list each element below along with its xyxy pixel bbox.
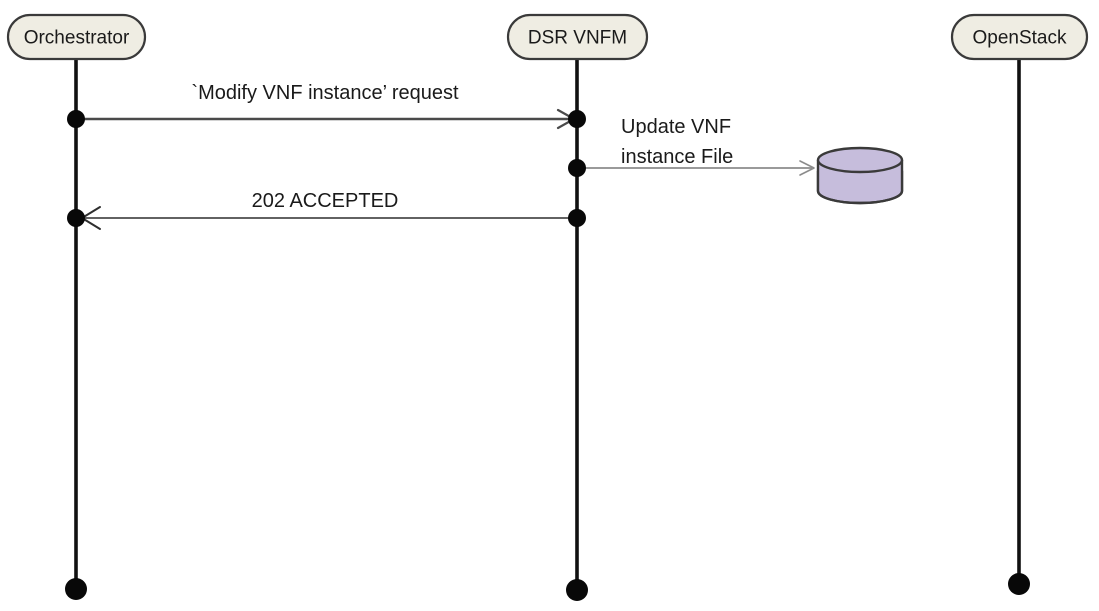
cylinder-bottom-arc bbox=[816, 190, 904, 205]
participant-label-dsr-vnfm: DSR VNFM bbox=[528, 28, 627, 49]
participant-orchestrator[interactable]: Orchestrator bbox=[6, 13, 147, 61]
datastore-vnf-instance-file bbox=[816, 146, 904, 205]
dot-vnfm-request bbox=[568, 110, 586, 128]
lifelines-group bbox=[74, 59, 1021, 590]
arrowhead-right-icon bbox=[799, 160, 815, 176]
dot-orchestrator-request bbox=[67, 110, 85, 128]
terminator-dsr-vnfm bbox=[566, 579, 588, 601]
terminators-group bbox=[65, 573, 1030, 601]
occurrence-dots-group bbox=[67, 110, 586, 227]
dot-vnfm-accepted bbox=[568, 209, 586, 227]
message-label-update-vnf-line2: instance File bbox=[621, 146, 733, 168]
participant-box bbox=[950, 13, 1089, 61]
message-modify-vnf-instance-request[interactable]: `Modify VNF instance’ request bbox=[76, 82, 576, 130]
participant-box bbox=[6, 13, 147, 61]
participant-openstack[interactable]: OpenStack bbox=[950, 13, 1089, 61]
message-202-accepted[interactable]: 202 ACCEPTED bbox=[81, 190, 577, 230]
message-label-modify-vnf-instance-request: `Modify VNF instance’ request bbox=[191, 82, 459, 104]
message-label-update-vnf-line1: Update VNF bbox=[621, 116, 731, 138]
participant-box bbox=[506, 13, 649, 61]
message-label-202-accepted: 202 ACCEPTED bbox=[252, 190, 399, 212]
dot-orchestrator-accepted bbox=[67, 209, 85, 227]
terminator-orchestrator bbox=[65, 578, 87, 600]
terminator-openstack bbox=[1008, 573, 1030, 595]
participant-label-openstack: OpenStack bbox=[973, 28, 1067, 49]
message-update-vnf-instance-file[interactable]: Update VNF instance File bbox=[577, 116, 815, 176]
dot-vnfm-update bbox=[568, 159, 586, 177]
participant-label-orchestrator: Orchestrator bbox=[24, 28, 130, 49]
cylinder-top-ellipse bbox=[816, 146, 904, 174]
participant-dsr-vnfm[interactable]: DSR VNFM bbox=[506, 13, 649, 61]
